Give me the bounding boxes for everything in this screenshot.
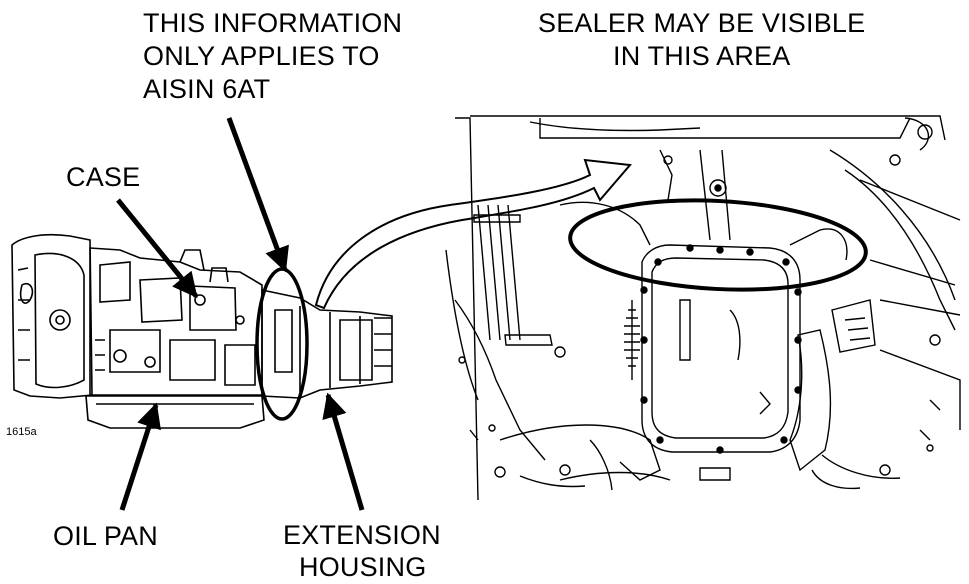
oil-pan-label: OIL PAN bbox=[53, 521, 158, 551]
case-leader-arrow bbox=[116, 198, 198, 298]
extension-label-line2: HOUSING bbox=[299, 552, 427, 582]
extension-label-line1: EXTENSION bbox=[283, 520, 441, 550]
extension-leader-arrow bbox=[322, 392, 365, 511]
leader-arrows bbox=[116, 117, 365, 511]
figure-id: 1615a bbox=[6, 426, 37, 438]
aisin-note-line1: THIS INFORMATION bbox=[143, 8, 403, 38]
case-label: CASE bbox=[66, 162, 141, 192]
aisin-leader-arrow bbox=[226, 117, 289, 273]
aisin-note-line3: AISIN 6AT bbox=[143, 74, 271, 104]
sealer-note-line2: IN THIS AREA bbox=[613, 41, 791, 71]
detail-callout-arrow bbox=[314, 158, 632, 310]
oil-pan-leader-arrow bbox=[119, 402, 161, 511]
transmission-drawing bbox=[11, 233, 393, 429]
sealer-note-line1: SEALER MAY BE VISIBLE bbox=[538, 8, 866, 38]
underbody-detail-drawing bbox=[445, 115, 961, 501]
sealer-area-ellipse bbox=[568, 198, 868, 292]
aisin-note-line2: ONLY APPLIES TO bbox=[143, 41, 380, 71]
